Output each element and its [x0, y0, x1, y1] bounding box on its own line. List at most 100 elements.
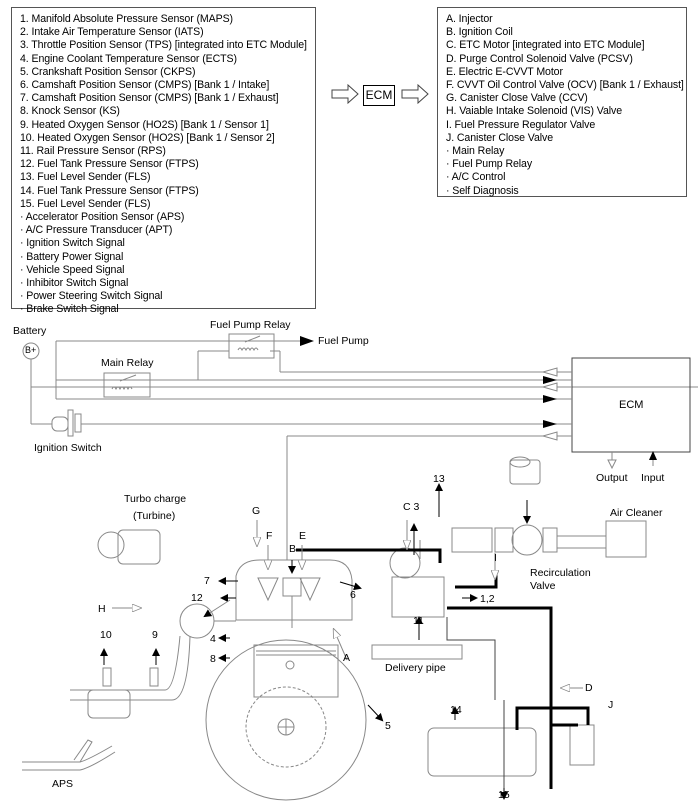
arrow-in-icon — [543, 395, 557, 403]
callout-8: 8 — [210, 653, 216, 665]
delivery-pipe-label: Delivery pipe — [385, 662, 446, 674]
input-label: Input — [641, 472, 665, 484]
turbine-label: (Turbine) — [133, 510, 176, 522]
main-relay-label: Main Relay — [101, 357, 154, 369]
callout-9: 9 — [152, 629, 158, 641]
output-list-item: I. Fuel Pressure Regulator Valve — [446, 118, 596, 131]
output-list-item: A. Injector — [446, 13, 493, 25]
callout-g: G — [252, 505, 261, 517]
input-list-item: · Ignition Switch Signal — [20, 237, 125, 250]
output-list-item: · Self Diagnosis — [446, 184, 519, 197]
output-list-item: · Main Relay — [446, 145, 505, 158]
battery-terminal-label: B+ — [25, 345, 37, 355]
flow-arrow-in-icon — [331, 83, 359, 105]
input-list-item: 12. Fuel Tank Pressure Sensor (FTPS) — [20, 158, 199, 171]
input-sensor-list: 1. Manifold Absolute Pressure Sensor (MA… — [20, 13, 315, 317]
air-cleaner-box — [605, 520, 647, 558]
input-list-item: 14. Fuel Tank Pressure Sensor (FTPS) — [20, 184, 199, 197]
input-list-item: 4. Engine Coolant Temperature Sensor (EC… — [20, 52, 237, 65]
flow-arrows — [331, 83, 429, 105]
output-list-item: G. Canister Close Valve (CCV) — [446, 92, 588, 105]
output-list-item: J. Canister Close Valve — [446, 131, 554, 144]
input-list-item: 3. Throttle Position Sensor (TPS) [integ… — [20, 39, 307, 52]
input-arrow-icon — [649, 451, 657, 460]
input-list-item: 2. Intake Air Temperature Sensor (IATS) — [20, 26, 204, 39]
fuel-pump-arrow-icon — [300, 336, 314, 346]
aps-label: APS — [52, 778, 74, 790]
input-list-item: · Brake Switch Signal — [20, 303, 119, 316]
ignition-switch-label: Ignition Switch — [34, 442, 102, 454]
ecm-box — [571, 357, 691, 453]
engine-illustration — [22, 456, 647, 801]
turbo-charge-label: Turbo charge — [124, 493, 187, 505]
callout-j: J — [608, 699, 614, 711]
fuel-pump-label: Fuel Pump — [318, 335, 369, 347]
output-label: Output — [596, 472, 628, 484]
flow-arrow-out-icon — [401, 83, 429, 105]
arrow-out-icon — [541, 367, 558, 377]
input-list-item: · Battery Power Signal — [20, 250, 124, 263]
input-list-item: 10. Heated Oxygen Sensor (HO2S) [Bank 1 … — [20, 131, 275, 144]
callout-7: 7 — [204, 575, 210, 587]
callout-11: 11 — [413, 615, 424, 627]
input-list-item: · Vehicle Speed Signal — [20, 263, 125, 276]
input-list-item: 8. Knock Sensor (KS) — [20, 105, 120, 118]
output-arrow-icon — [607, 459, 617, 470]
input-list-item: 13. Fuel Level Sender (FLS) — [20, 171, 151, 184]
output-list-item: · Fuel Pump Relay — [446, 158, 533, 171]
ecm-label: ECM — [619, 399, 644, 411]
input-list-item: 5. Crankshaft Position Sensor (CKPS) — [20, 65, 196, 78]
air-cleaner-label: Air Cleaner — [610, 507, 663, 519]
input-list-item: · Power Steering Switch Signal — [20, 290, 163, 303]
arrow-out-icon — [541, 382, 558, 392]
callout-d: D — [585, 682, 593, 694]
input-list-item: · Accelerator Position Sensor (APS) — [20, 211, 185, 224]
fuel-pump-relay-icon — [228, 333, 275, 359]
callout-15: 15 — [498, 789, 510, 801]
arrow-out-icon — [541, 431, 558, 441]
main-relay-icon — [103, 372, 151, 398]
callout-h: H — [98, 603, 106, 615]
callout-5: 5 — [385, 720, 391, 732]
callout-13: 13 — [433, 473, 445, 485]
input-list-item: 11. Rail Pressure Sensor (RPS) — [20, 145, 166, 158]
input-list-item: 7. Camshaft Position Sensor (CMPS) [Bank… — [20, 92, 279, 105]
output-list-item: D. Purge Control Solenoid Valve (PCSV) — [446, 52, 633, 65]
callout-arrows — [100, 483, 531, 800]
callout-e: E — [299, 530, 307, 542]
output-list-item: C. ETC Motor [integrated into ETC Module… — [446, 39, 645, 52]
callout-12: 12 — [191, 592, 203, 604]
arrow-in-icon — [543, 420, 557, 428]
output-list-item: · A/C Control — [446, 171, 506, 184]
recirculation-label: Recirculation — [530, 567, 591, 579]
output-list-item: E. Electric E-CVVT Motor — [446, 65, 563, 78]
callout-b: B — [289, 543, 297, 555]
input-list-item: 1. Manifold Absolute Pressure Sensor (MA… — [20, 13, 233, 25]
callout-14: 14 — [450, 704, 462, 716]
arrow-in-icon — [543, 376, 557, 384]
output-list-item: F. CVVT Oil Control Valve (OCV) [Bank 1 … — [446, 79, 684, 92]
callout-a: A — [343, 652, 351, 664]
callout-i: I — [494, 552, 497, 564]
output-list-item: H. Vaiable Intake Solenoid (VIS) Valve — [446, 105, 622, 118]
ecm-center-label: ECM — [363, 85, 395, 106]
input-list-item: 9. Heated Oxygen Sensor (HO2S) [Bank 1 /… — [20, 118, 269, 131]
input-list-item: 6. Camshaft Position Sensor (CMPS) [Bank… — [20, 79, 270, 92]
input-sensor-list-box: 1. Manifold Absolute Pressure Sensor (MA… — [11, 7, 316, 315]
callout-1-2: 1,2 — [480, 593, 495, 605]
input-list-item: 15. Fuel Level Sender (FLS) — [20, 197, 151, 210]
recirculation-valve-label: Valve — [530, 580, 556, 592]
ecm-signal-arrows — [300, 336, 657, 470]
callout-f: F — [266, 530, 273, 542]
callout-4: 4 — [210, 633, 216, 645]
input-list-item: · Inhibitor Switch Signal — [20, 277, 129, 290]
fuel-pump-relay-label: Fuel Pump Relay — [210, 319, 291, 331]
battery-label: Battery — [13, 325, 47, 337]
input-list-item: · A/C Pressure Transducer (APT) — [20, 224, 173, 237]
callout-10: 10 — [100, 629, 112, 641]
callout-c3: C 3 — [403, 501, 420, 513]
callout-6: 6 — [350, 589, 356, 601]
